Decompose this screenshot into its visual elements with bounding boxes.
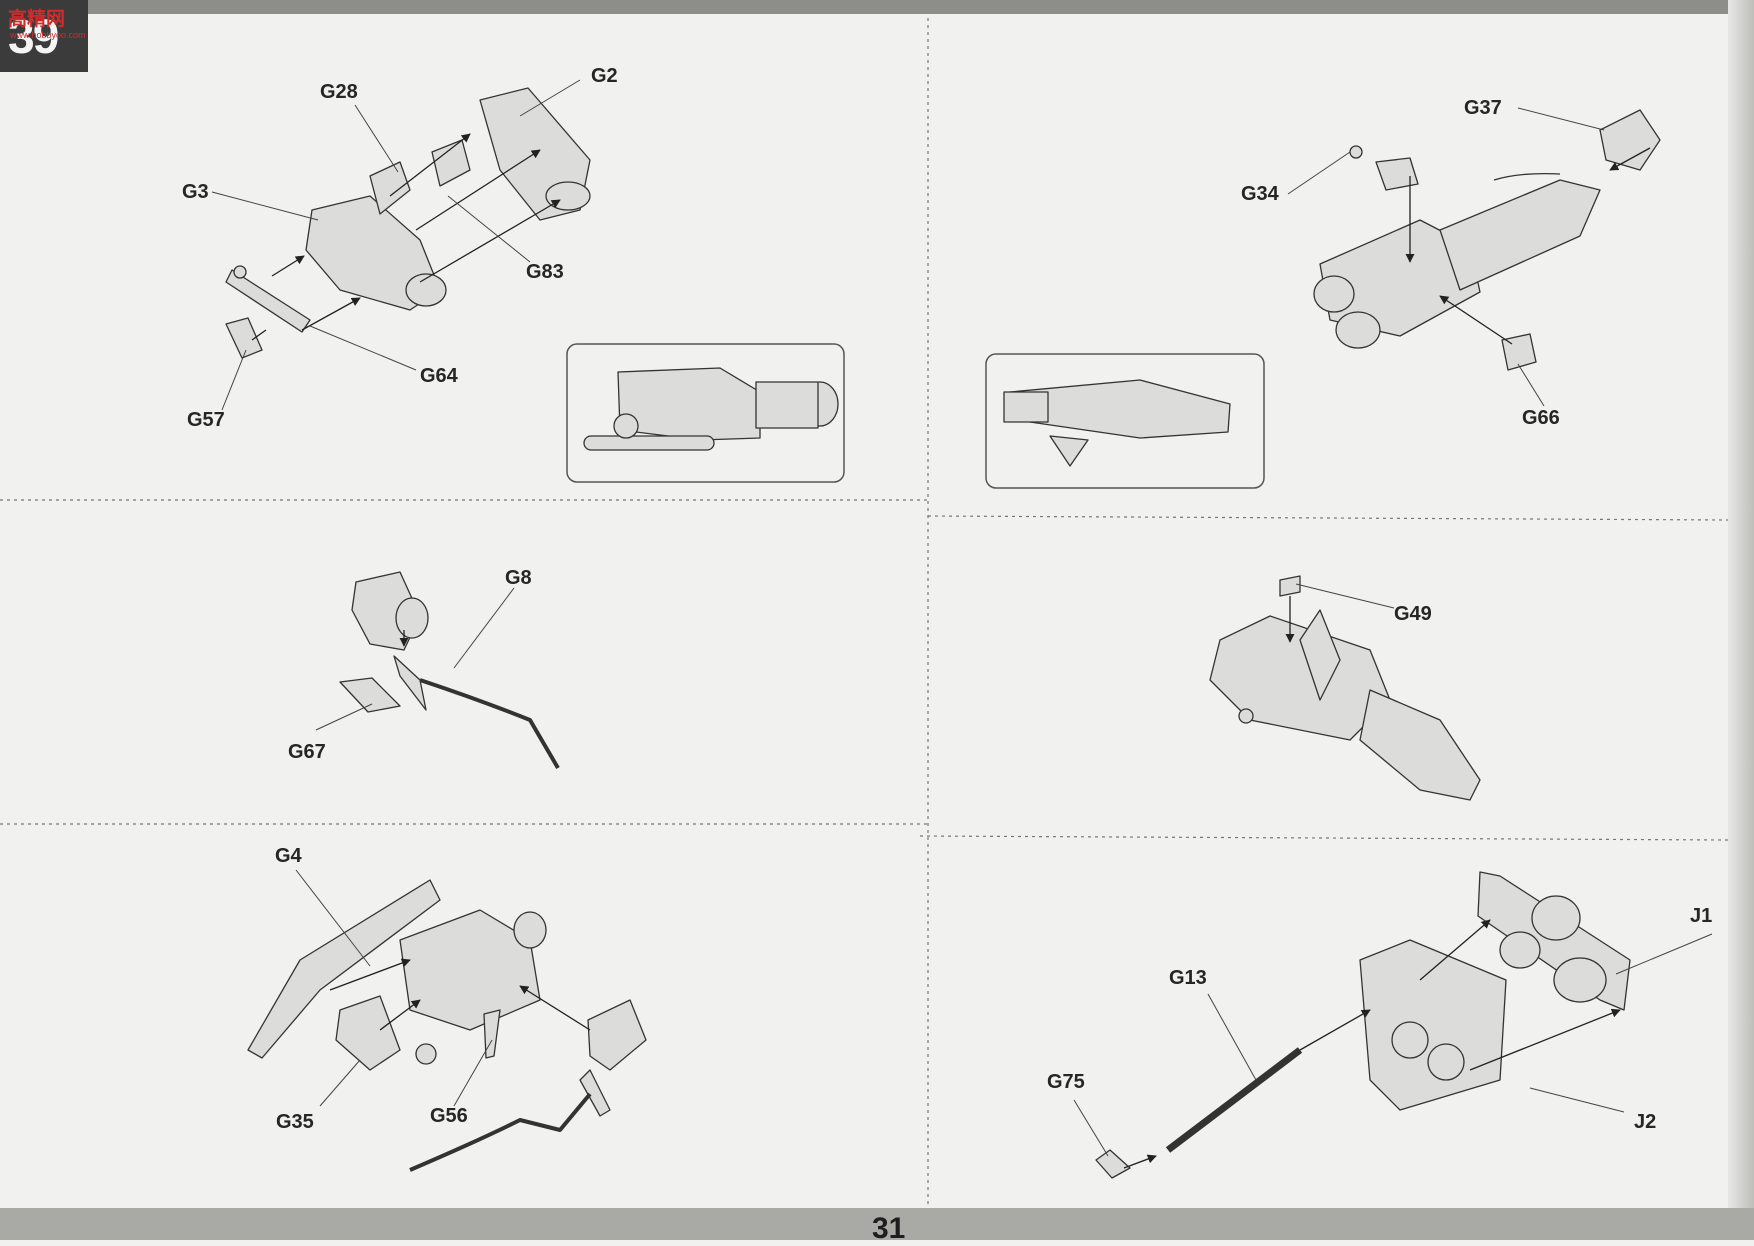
assembly-d xyxy=(1209,575,1481,801)
callout-label: G67 xyxy=(288,741,326,763)
preview-box-left xyxy=(566,343,845,483)
preview-left-assembly xyxy=(583,367,839,451)
callout-label: G75 xyxy=(1047,1071,1085,1093)
callout-label: G49 xyxy=(1394,603,1432,625)
assembly-a xyxy=(225,87,591,359)
step-number: 39 xyxy=(8,11,59,64)
callout-label: G64 xyxy=(420,365,458,387)
callout-label: G66 xyxy=(1522,407,1560,429)
callout-label: G13 xyxy=(1169,967,1207,989)
assembly-c xyxy=(339,571,560,770)
callout-label: G35 xyxy=(276,1111,314,1133)
callout-label: G4 xyxy=(275,845,302,867)
callout-label: G34 xyxy=(1241,183,1279,205)
callout-label: J2 xyxy=(1634,1111,1657,1133)
assembly-f xyxy=(1095,871,1631,1179)
callout-label: G8 xyxy=(505,567,532,589)
preview-box-right xyxy=(985,353,1265,489)
callout-label: G57 xyxy=(187,409,225,431)
watermark-url: www.hobbyoo.com xyxy=(10,30,86,40)
assembly-e xyxy=(247,879,647,1172)
callout-label: G56 xyxy=(430,1105,468,1127)
assembly-e-arrows xyxy=(329,958,591,1031)
assembly-f-arrows xyxy=(1123,919,1621,1169)
callout-label: G83 xyxy=(526,261,564,283)
step-number-badge: 39 高精网 www.hobbyoo.com xyxy=(0,0,88,72)
callout-leaders xyxy=(211,79,1713,1157)
callout-label: G2 xyxy=(591,65,618,87)
callout-label: G28 xyxy=(320,81,358,103)
assembly-b-arrows xyxy=(1405,147,1651,345)
callout-label: G37 xyxy=(1464,97,1502,119)
top-border xyxy=(0,0,1754,14)
watermark-logo: 高精网 xyxy=(8,9,66,30)
callout-label: G3 xyxy=(182,181,209,203)
assembly-a-arrows xyxy=(251,133,561,341)
bottom-border xyxy=(0,1208,1754,1240)
callout-label: J1 xyxy=(1690,905,1713,927)
assembly-b xyxy=(1313,109,1661,371)
panel-dividers xyxy=(0,18,1729,1205)
page-edge-shadow xyxy=(1728,0,1754,1240)
preview-right-assembly xyxy=(1003,379,1231,467)
